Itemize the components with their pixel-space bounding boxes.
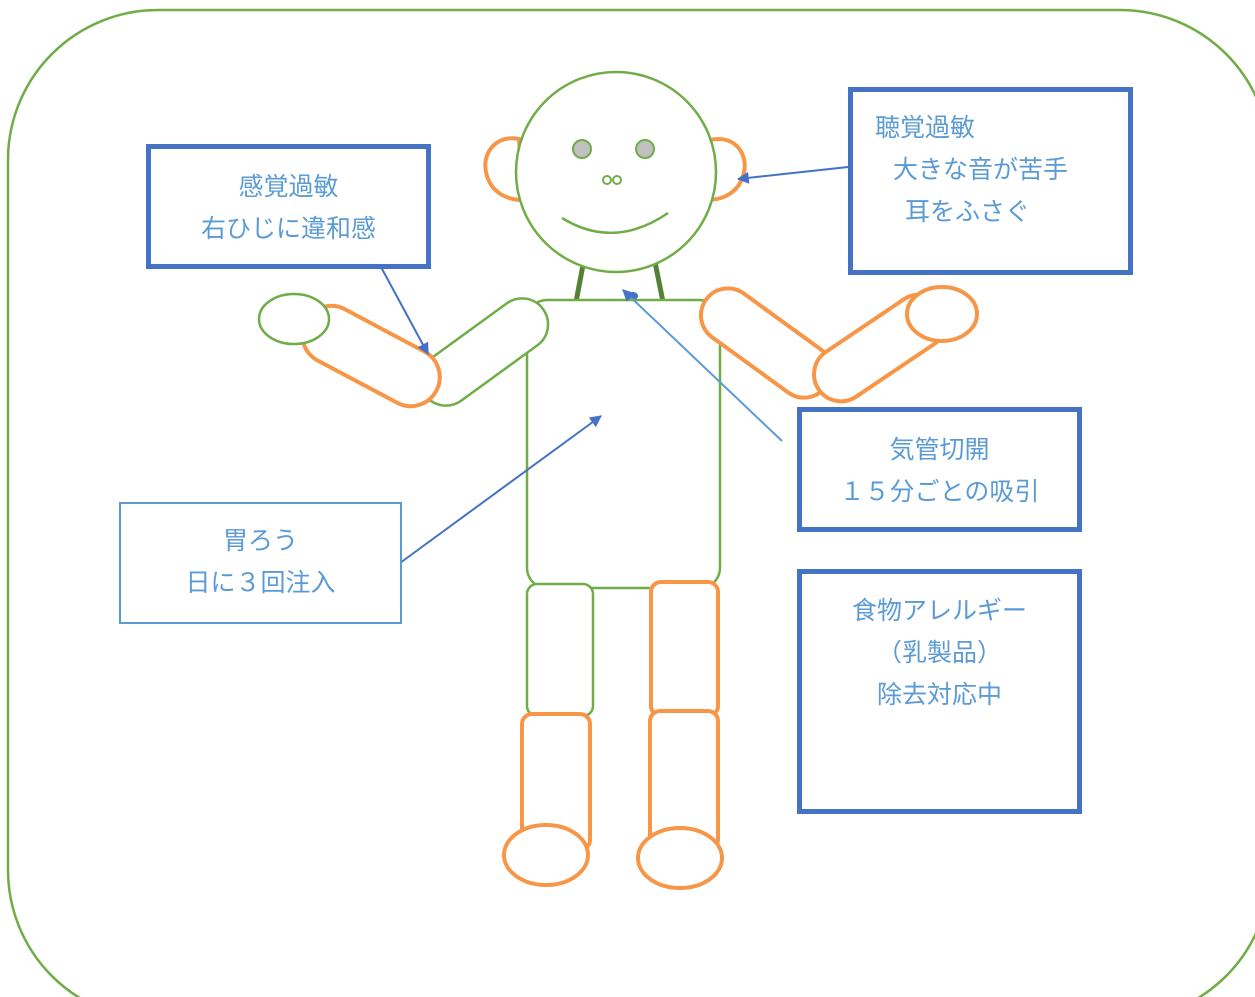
sensory-label-box: 感覚過敏 右ひじに違和感 — [146, 144, 431, 269]
right-hand — [257, 292, 331, 346]
left-hand — [905, 285, 979, 343]
allergy-title: 食物アレルギー — [851, 596, 1027, 625]
right-ear — [483, 136, 526, 203]
left-thigh — [649, 580, 720, 718]
nose-right-nostril — [602, 175, 612, 185]
right-eye — [572, 139, 592, 159]
trach-label-box: 気管切開 １５分ごとの吸引 — [797, 407, 1082, 532]
allergy-detail-1: （乳製品） — [876, 638, 1002, 667]
hearing-detail-1: 大きな音が苦手 — [893, 155, 1069, 184]
trach-detail: １５分ごとの吸引 — [839, 477, 1040, 506]
arrow-hearing-to-ear — [736, 166, 849, 184]
sensory-detail: 右ひじに違和感 — [200, 214, 376, 243]
sensory-title: 感覚過敏 — [238, 172, 339, 201]
right-thigh — [525, 582, 595, 718]
nose-left-nostril — [612, 175, 622, 185]
torso — [525, 298, 722, 590]
arrow-gastro-to-stomach — [399, 415, 602, 564]
gastro-label-box: 胃ろう 日に３回注入 — [119, 502, 402, 624]
left-eye — [635, 139, 655, 159]
left-foot — [636, 826, 724, 890]
outer-frame — [6, 8, 1255, 997]
hearing-title: 聴覚過敏 — [875, 113, 976, 142]
trach-title: 気管切開 — [889, 435, 990, 464]
allergy-label-box: 食物アレルギー （乳製品） 除去対応中 — [797, 569, 1082, 814]
hearing-detail-2: 耳をふさぐ — [905, 197, 1031, 226]
head — [514, 70, 718, 274]
neck-right-line — [652, 261, 666, 303]
allergy-detail-2: 除去対応中 — [876, 680, 1002, 709]
gastro-title: 胃ろう — [222, 526, 298, 555]
arrow-trach-to-neck — [622, 289, 783, 442]
hearing-label-box: 聴覚過敏 大きな音が苦手 耳をふさぐ — [848, 87, 1133, 275]
right-foot — [502, 823, 590, 887]
gastro-detail: 日に３回注入 — [185, 568, 336, 597]
arrow-sensory-to-elbow — [380, 266, 429, 356]
neck-left-line — [573, 264, 586, 303]
mouth — [561, 211, 669, 235]
